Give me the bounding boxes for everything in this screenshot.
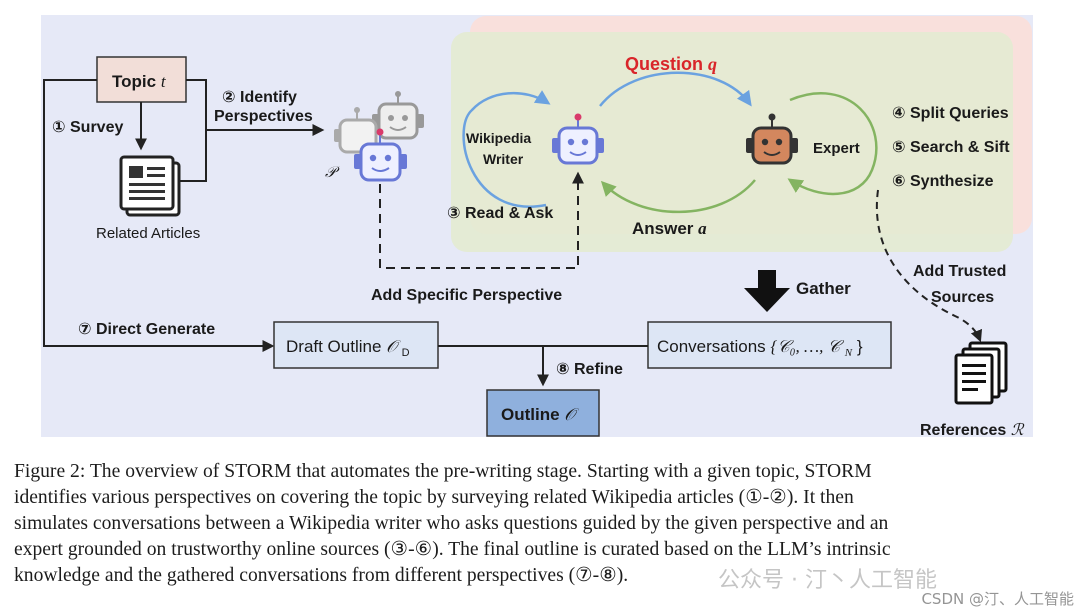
answer-variable: a xyxy=(698,219,707,238)
add-specific-perspective-label: Add Specific Perspective xyxy=(371,287,562,304)
question-text: Question xyxy=(625,54,703,74)
answer-text: Answer xyxy=(632,219,694,238)
outline-text: Outline xyxy=(501,405,560,424)
caption-line: identifies various perspectives on cover… xyxy=(14,487,854,508)
direct-generate-label: ⑦ Direct Generate xyxy=(78,321,215,338)
identify-label-line2: Perspectives xyxy=(214,108,313,125)
refine-label: ⑧ Refine xyxy=(556,361,623,378)
svg-text:Topic t: Topic t xyxy=(112,72,167,91)
references-text: References xyxy=(920,422,1006,439)
conversations-symbol: {𝒞₀, …, 𝒞 xyxy=(770,337,844,356)
read-ask-label: ③ Read & Ask xyxy=(447,205,553,222)
outline-label: Outline 𝒪 xyxy=(501,405,579,424)
conversations-text: Conversations xyxy=(657,337,766,356)
draft-outline-text: Draft Outline xyxy=(286,337,381,356)
writer-robot-icon xyxy=(552,113,604,165)
writer-label-line1: Wikipedia xyxy=(466,130,531,146)
writer-label-line2: Writer xyxy=(483,151,524,167)
topic-variable: t xyxy=(161,72,167,91)
expert-label: Expert xyxy=(813,140,860,157)
document-icon xyxy=(119,155,181,217)
conversations-close-brace: } xyxy=(857,337,863,356)
question-variable: q xyxy=(708,54,717,74)
references-symbol: ℛ xyxy=(1011,422,1025,439)
caption-line: Figure 2: The overview of STORM that aut… xyxy=(14,461,872,482)
references-label: References ℛ xyxy=(920,422,1025,439)
synthesize-label: ⑥ Synthesize xyxy=(892,173,994,190)
expert-robot-icon xyxy=(746,113,798,165)
outline-box xyxy=(486,389,600,437)
search-sift-label: ⑤ Search & Sift xyxy=(892,139,1010,156)
gather-arrow xyxy=(744,270,790,312)
conversation-panel-green xyxy=(451,32,1013,252)
identify-label-line1: ② Identify xyxy=(222,89,297,106)
conversations-subscript: N xyxy=(844,347,853,359)
split-queries-label: ④ Split Queries xyxy=(892,105,1009,122)
gather-label: Gather xyxy=(796,279,851,298)
perspective-robots-icon xyxy=(334,91,424,182)
caption-line: knowledge and the gathered conversations… xyxy=(14,565,629,586)
figure-caption: Figure 2: The overview of STORM that aut… xyxy=(14,459,1076,589)
draft-outline-subscript: D xyxy=(402,347,410,359)
answer-label: Answer a xyxy=(632,219,707,238)
draft-outline-symbol: 𝒪 xyxy=(386,337,401,356)
references-icon xyxy=(954,341,1008,405)
storm-overview-diagram: Topic t ① Survey Related Articles ② Iden… xyxy=(41,15,1033,439)
conversations-box xyxy=(647,321,892,369)
caption-line: simulates conversations between a Wikipe… xyxy=(14,513,889,534)
add-trusted-label-line1: Add Trusted xyxy=(913,263,1006,280)
topic-box: Topic t xyxy=(96,56,187,103)
survey-label: ① Survey xyxy=(52,119,123,136)
csdn-watermark: CSDN @汀、人工智能 xyxy=(921,590,1074,608)
related-articles-label: Related Articles xyxy=(96,225,200,242)
question-label: Question q xyxy=(625,54,717,74)
topic-label: Topic xyxy=(112,72,156,91)
add-trusted-label-line2: Sources xyxy=(931,289,994,306)
conversations-label: Conversations {𝒞₀, …, 𝒞 N } xyxy=(657,337,863,360)
watermark: 公众号 · 汀丶人工智能 xyxy=(718,568,937,593)
caption-line: expert grounded on trustworthy online so… xyxy=(14,539,891,560)
draft-outline-label: Draft Outline 𝒪 D xyxy=(286,337,410,359)
